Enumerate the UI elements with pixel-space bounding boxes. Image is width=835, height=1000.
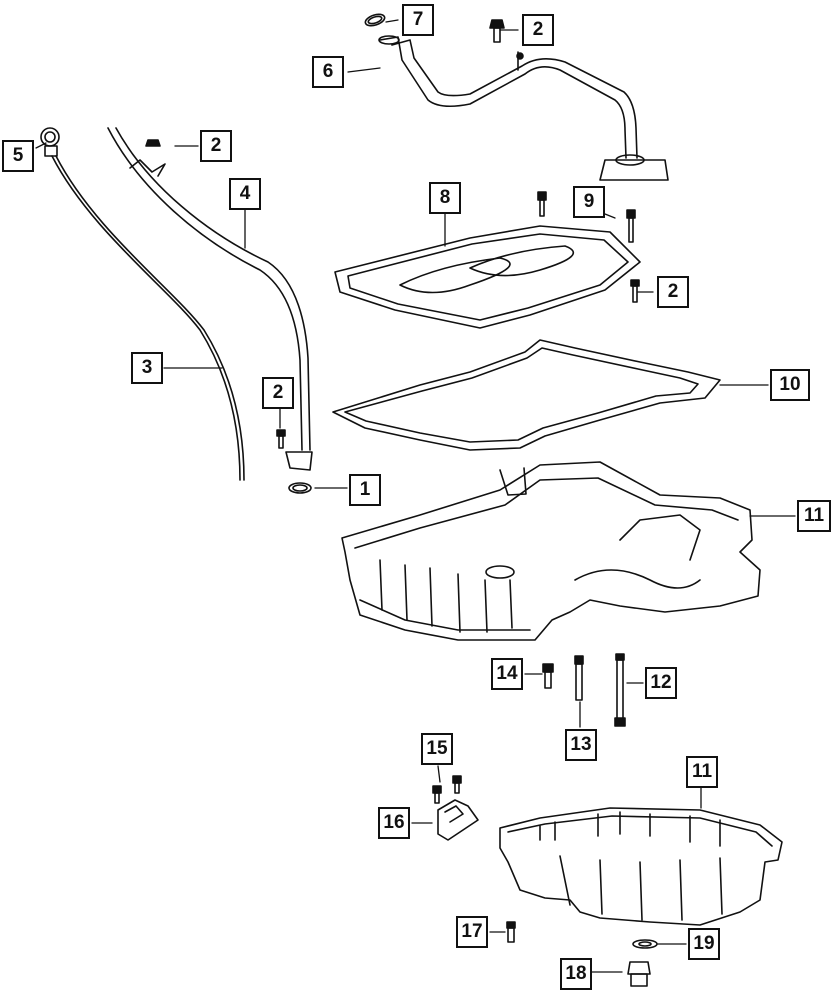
upper-oil-pan-part-11 — [341, 461, 761, 641]
drain-plug-part-18 — [627, 961, 651, 987]
callout-16: 16 — [378, 807, 410, 839]
callout-11: 11 — [686, 756, 718, 788]
callout-14: 14 — [491, 658, 523, 690]
callout-7: 7 — [402, 4, 434, 36]
callout-6: 6 — [312, 56, 344, 88]
callout-2: 2 — [522, 14, 554, 46]
bolt-part-14 — [542, 663, 554, 689]
callout-15: 15 — [421, 733, 453, 765]
washer-part-19 — [632, 939, 658, 949]
lower-oil-pan-part-11 — [499, 807, 783, 926]
callout-9: 9 — [573, 186, 605, 218]
gasket-part-10 — [332, 339, 721, 451]
windage-tray-part-8 — [334, 225, 641, 329]
dipstick-tube-part-4 — [107, 127, 313, 471]
o-ring-part-7 — [364, 13, 386, 27]
bolt-part-2-low — [276, 429, 286, 449]
callout-11: 11 — [797, 500, 831, 532]
bolts-part-9 — [537, 191, 636, 243]
callout-4: 4 — [229, 178, 261, 210]
dipstick-part-5 — [40, 127, 245, 481]
oil-pickup-tube-part-6 — [378, 35, 669, 181]
callout-19: 19 — [688, 928, 720, 960]
bolt-part-2-plate — [630, 279, 640, 303]
stud-part-13 — [574, 655, 584, 701]
callout-5: 5 — [2, 140, 34, 172]
callout-3: 3 — [131, 352, 163, 384]
callout-12: 12 — [645, 667, 677, 699]
callout-2: 2 — [262, 377, 294, 409]
callout-2: 2 — [200, 130, 232, 162]
callout-2: 2 — [657, 276, 689, 308]
callout-13: 13 — [565, 729, 597, 761]
bolts-part-15 — [432, 775, 462, 804]
bolt-part-2-top — [489, 19, 505, 43]
bracket-part-16 — [437, 799, 479, 841]
callout-10: 10 — [770, 369, 810, 401]
callout-17: 17 — [456, 916, 488, 948]
bolt-part-2-tube — [145, 139, 161, 147]
o-ring-part-1 — [288, 482, 312, 494]
leader-lines — [35, 19, 796, 973]
callout-18: 18 — [560, 958, 592, 990]
callout-1: 1 — [349, 474, 381, 506]
bolt-part-17 — [506, 921, 516, 943]
long-bolt-part-12 — [614, 653, 626, 727]
callout-8: 8 — [429, 182, 461, 214]
